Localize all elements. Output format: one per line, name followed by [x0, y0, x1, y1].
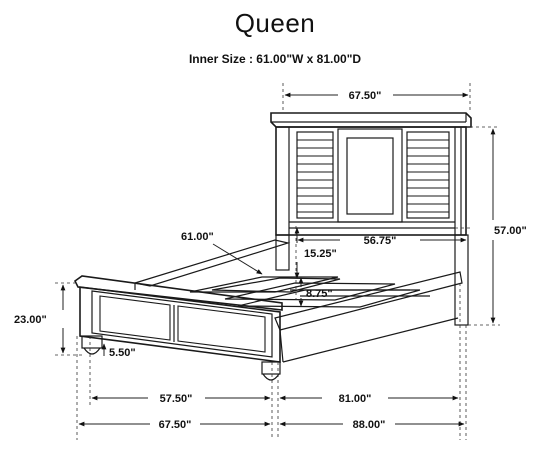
- slat-gap-label: 8.75": [306, 288, 333, 300]
- leg-height-label: 5.50": [109, 347, 136, 359]
- footboard-height-label: 23.00": [14, 314, 47, 326]
- footboard-inner-label: 57.50": [160, 393, 193, 405]
- side-rails: [134, 239, 463, 363]
- inner-size-label: Inner Size : 61.00"W x 81.00"D: [188, 52, 362, 66]
- left-louvers: [297, 139, 333, 213]
- inner-length-label: 81.00": [339, 393, 372, 405]
- inner-span-label: 56.75": [364, 235, 397, 247]
- headboard-height-label: 57.00": [494, 225, 527, 237]
- footboard: [73, 275, 283, 381]
- headboard-width-label: 67.50": [349, 90, 382, 102]
- rail-height-label: 15.25": [304, 248, 337, 260]
- diagram-title: Queen: [234, 8, 316, 38]
- bed-slats: [189, 276, 430, 308]
- headboard: [270, 112, 472, 236]
- extension-lines: [55, 83, 500, 440]
- dimension-lines: [60, 92, 496, 427]
- headboard-posts: [275, 234, 469, 326]
- right-louvers: [407, 139, 449, 213]
- overall-width-label: 67.50": [159, 419, 192, 431]
- inner-width-label: 61.00": [181, 231, 214, 243]
- overall-length-label: 88.00": [353, 419, 386, 431]
